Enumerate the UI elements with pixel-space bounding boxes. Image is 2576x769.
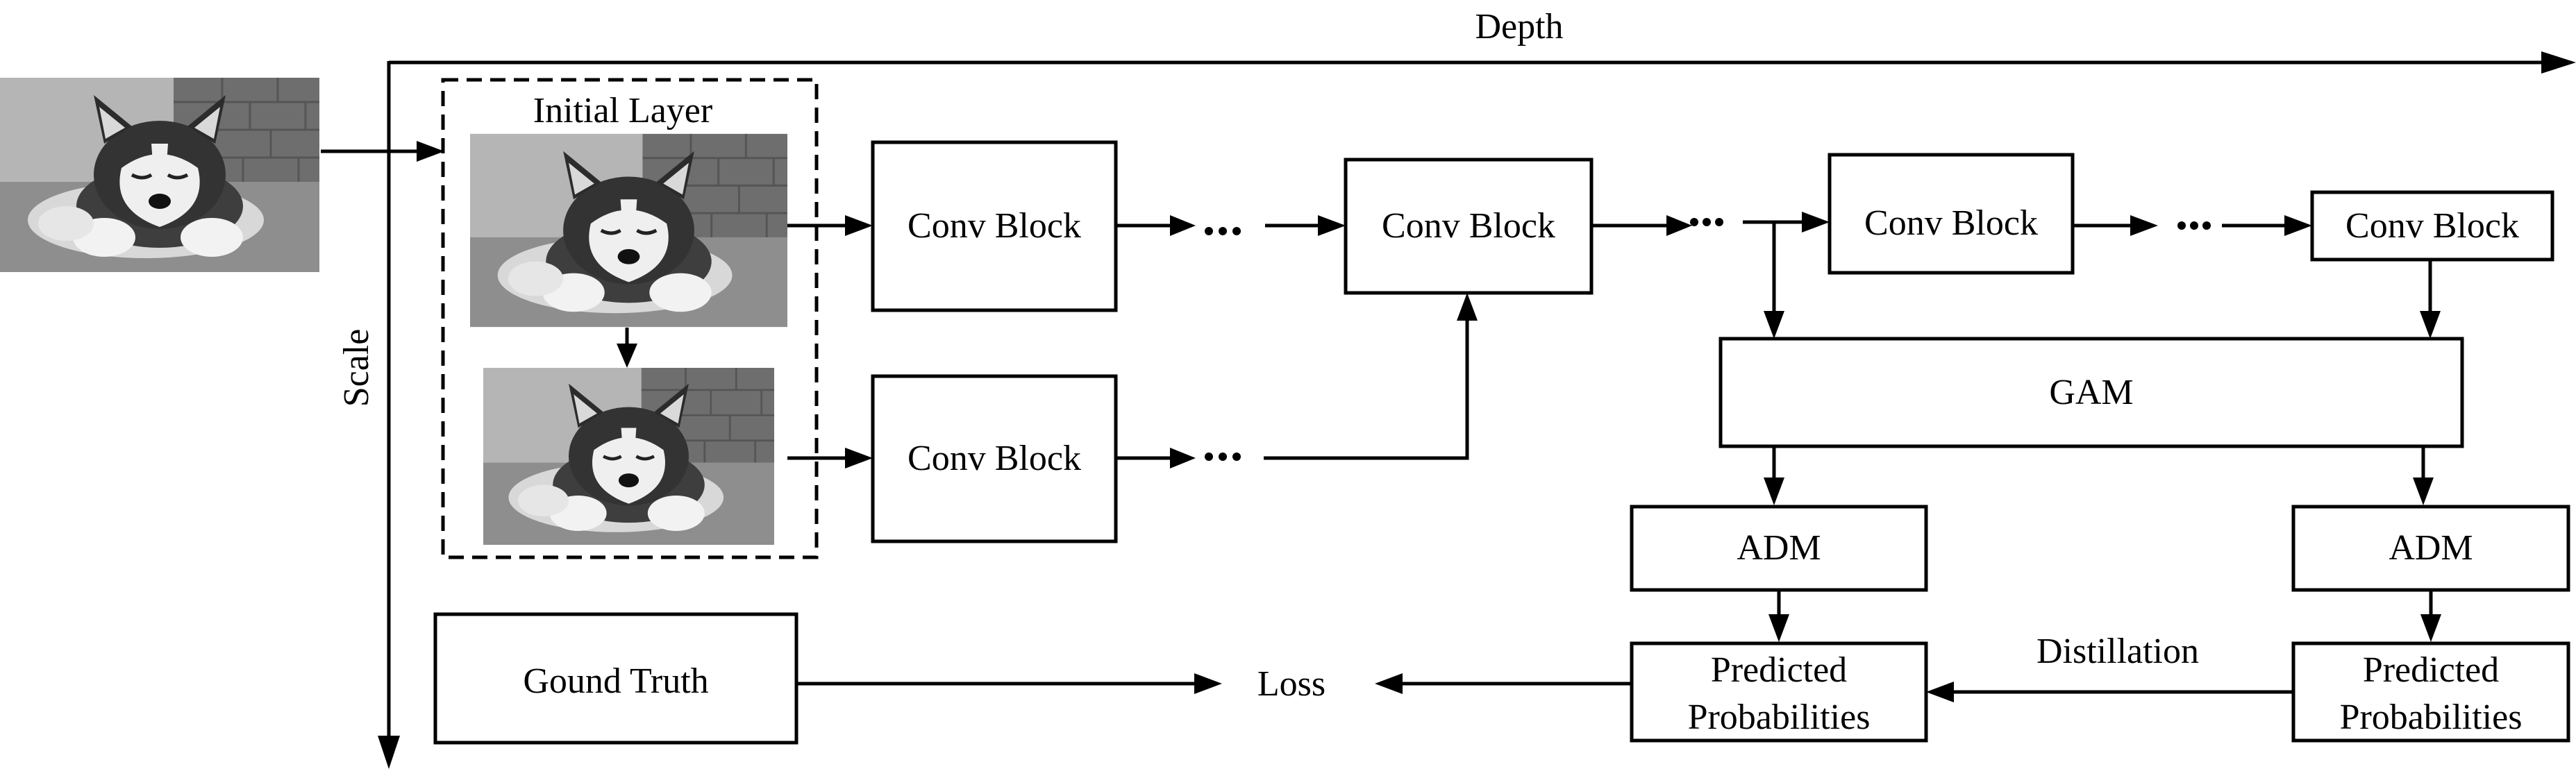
conv-block-4-label: Conv Block xyxy=(2345,206,2519,246)
conv-block-5 xyxy=(871,374,1118,543)
arrow-adm-right-to-pred xyxy=(2420,590,2441,642)
loss-label: Loss xyxy=(1257,664,1325,704)
pred-left-line1: Predicted xyxy=(1711,650,1847,690)
conv-block-1-label: Conv Block xyxy=(908,206,1081,246)
arrow-conv1-out xyxy=(1116,215,1196,236)
arrow-gam-to-adm-left xyxy=(1764,446,1784,505)
conv-block-4 xyxy=(2310,190,2554,262)
adm-right-label: ADM xyxy=(2389,528,2473,568)
arrow-img2-to-conv5 xyxy=(787,448,873,468)
arrow-conv4-to-gam xyxy=(2420,260,2441,339)
gam-block xyxy=(1718,337,2464,448)
conv-block-2-label: Conv Block xyxy=(1382,206,1555,246)
distillation-label: Distillation xyxy=(2036,632,2199,671)
arrow-to-conv4 xyxy=(2222,215,2312,236)
arrow-to-conv3 xyxy=(1743,212,1830,233)
ellipsis-1 xyxy=(1205,227,1241,235)
adm-left-label: ADM xyxy=(1737,528,1821,568)
arrow-gam-to-adm-right xyxy=(2413,446,2434,505)
ellipsis-4 xyxy=(1205,453,1241,461)
ellipsis-3 xyxy=(2177,221,2211,230)
initial-layer-box xyxy=(441,78,819,559)
arrow-conv3-out xyxy=(2073,215,2158,236)
predicted-probabilities-right xyxy=(2291,641,2570,743)
depth-axis xyxy=(389,51,2576,74)
conv-block-3 xyxy=(1828,153,2075,275)
conv-block-2 xyxy=(1344,158,1594,295)
ground-truth-box xyxy=(433,612,798,745)
adm-block-right xyxy=(2291,505,2570,592)
pred-left-line2: Probabilities xyxy=(1688,698,1871,737)
arrow-adm-left-to-pred xyxy=(1768,590,1789,642)
initial-layer-title: Initial Layer xyxy=(533,91,712,130)
distillation-arrow xyxy=(1926,682,2293,702)
initial-layer-image-bottom xyxy=(483,368,774,545)
pred-to-loss-arrow xyxy=(1375,673,1632,694)
pred-right-line2: Probabilities xyxy=(2340,698,2523,737)
adm-block-left xyxy=(1630,505,1928,592)
depth-axis-label: Depth xyxy=(1475,7,1563,47)
ellipsis-2 xyxy=(1690,218,1723,226)
gam-label: GAM xyxy=(2049,373,2133,412)
arrow-conv2-out xyxy=(1591,215,1692,236)
branch-to-gam-left xyxy=(1764,222,1784,339)
conv-block-3-label: Conv Block xyxy=(1864,203,2038,243)
scale-axis-label: Scale xyxy=(337,329,376,407)
arrow-conv5-out xyxy=(1116,448,1196,468)
scale-axis xyxy=(378,61,400,769)
gt-to-loss-arrow xyxy=(796,673,1222,694)
ground-truth-label: Gound Truth xyxy=(523,661,708,701)
input-arrow xyxy=(321,141,444,162)
downsample-arrow xyxy=(617,328,637,368)
initial-layer-image-top xyxy=(470,134,787,327)
arrow-img-to-conv1 xyxy=(787,215,873,236)
conv-block-1 xyxy=(871,140,1118,312)
merge-to-conv2 xyxy=(1264,293,1478,460)
pred-right-line1: Predicted xyxy=(2363,650,2499,690)
conv-block-5-label: Conv Block xyxy=(908,439,1081,478)
input-image xyxy=(0,78,319,272)
arrow-to-conv2 xyxy=(1265,215,1346,236)
